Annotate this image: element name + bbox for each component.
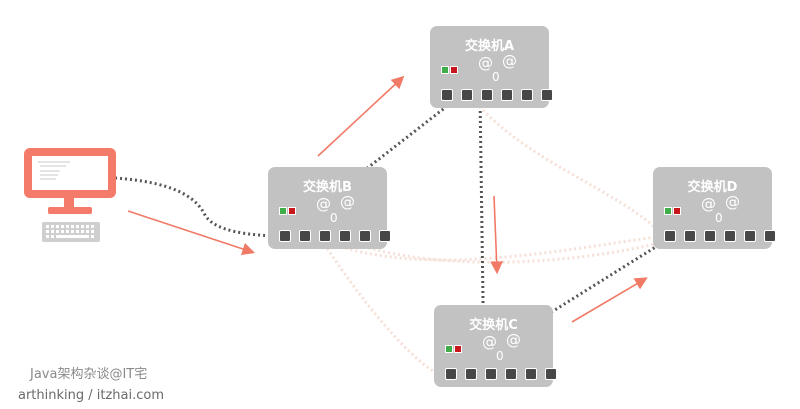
port — [724, 230, 736, 242]
arrow-a-to-c — [490, 195, 504, 275]
arrow-computer-to-b — [127, 210, 256, 256]
swirl-icon: @ — [502, 52, 517, 70]
broadcast-path-b-d-2 — [344, 236, 681, 264]
arrow-c-to-d — [571, 277, 648, 323]
port — [279, 230, 291, 242]
port — [319, 230, 331, 242]
port-row — [664, 230, 776, 242]
broadcast-path-b-c — [320, 239, 441, 377]
swirl-icon: @ — [478, 54, 493, 72]
port — [744, 230, 756, 242]
swirl-icon: @ — [316, 195, 331, 213]
switch-a-label: 交换机A — [464, 39, 515, 54]
port — [505, 368, 517, 380]
flow-arrows — [127, 75, 648, 323]
status-led-green — [445, 345, 453, 353]
switch-d: 交换机D @ @ 0 — [653, 167, 776, 249]
switch-a: 交换机A @ @ 0 — [430, 26, 553, 108]
port — [481, 89, 493, 101]
status-led-green — [279, 207, 287, 215]
port — [359, 230, 371, 242]
port — [541, 89, 553, 101]
swirl-icon: @ — [340, 193, 355, 211]
switch-d-label: 交换机D — [687, 180, 738, 195]
watermark-author: Java架构杂谈@IT宅 — [30, 367, 148, 382]
port — [525, 368, 537, 380]
swirl-icon: @ — [701, 195, 716, 213]
swirl-icon: @ — [482, 333, 497, 351]
port — [485, 368, 497, 380]
switch-c-label: 交换机C — [469, 318, 518, 333]
port — [545, 368, 557, 380]
status-led-green — [441, 66, 449, 74]
switch-c: 交换机C @ @ 0 — [434, 305, 557, 387]
port — [461, 89, 473, 101]
cable-b-a — [279, 94, 461, 238]
arrow-b-to-a — [317, 75, 405, 157]
broadcast-paths — [320, 94, 681, 377]
swirl-icon: @ — [725, 193, 740, 211]
computer-icon — [24, 148, 116, 242]
swirl-icon: @ — [506, 331, 521, 349]
port — [445, 368, 457, 380]
port — [704, 230, 716, 242]
status-led-green — [664, 207, 672, 215]
cable-computer-b — [114, 176, 277, 238]
swirl-icon: 0 — [330, 211, 338, 225]
port — [379, 230, 391, 242]
status-led-red — [288, 207, 296, 215]
port-row — [279, 230, 391, 242]
broadcast-path-b-d — [321, 234, 664, 262]
switch-b: 交换机B @ @ 0 — [268, 167, 391, 249]
status-led-red — [673, 207, 681, 215]
switch-b-label: 交换机B — [303, 180, 352, 195]
swirl-icon: 0 — [496, 349, 504, 363]
port — [764, 230, 776, 242]
port-row — [445, 368, 557, 380]
swirl-icon: 0 — [715, 211, 723, 225]
broadcast-path-a-d — [468, 94, 665, 237]
swirl-icon: 0 — [492, 70, 500, 84]
port — [441, 89, 453, 101]
cables — [114, 94, 671, 370]
port — [501, 89, 513, 101]
port — [339, 230, 351, 242]
watermark-site: arthinking / itzhai.com — [18, 388, 165, 403]
status-led-red — [450, 66, 458, 74]
status-led-red — [454, 345, 462, 353]
port — [299, 230, 311, 242]
port — [684, 230, 696, 242]
port — [664, 230, 676, 242]
port — [465, 368, 477, 380]
port-row — [441, 89, 553, 101]
port — [521, 89, 533, 101]
